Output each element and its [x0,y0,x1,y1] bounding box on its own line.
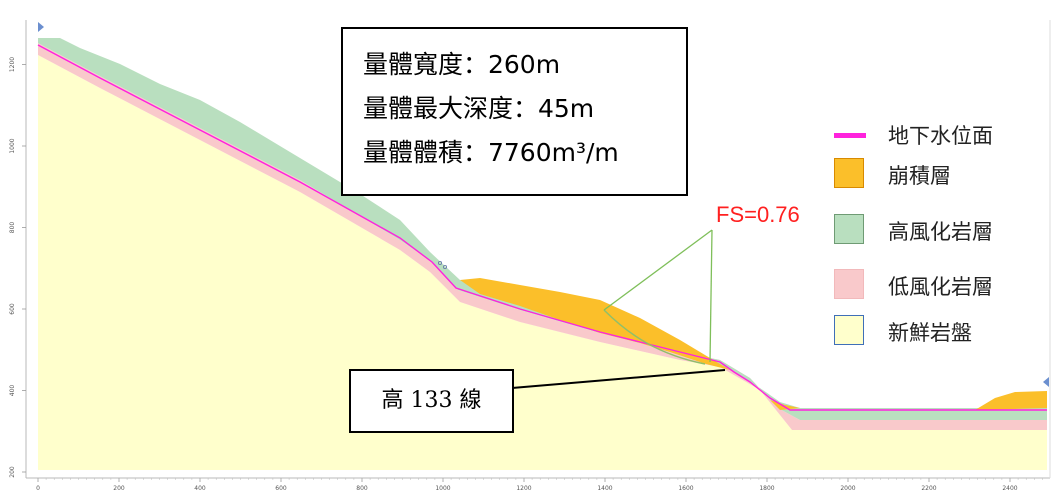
landslide-volume-info-box: 量體寬度：260m 量體最大深度：45m 量體體積：7760m³/m [341,27,688,196]
x-tick-label: 200 [113,485,125,492]
legend-label: 崩積層 [888,164,951,188]
x-tick-label: 1200 [516,485,531,492]
y-tick-label: 200 [9,466,16,478]
fs-leader-lines [603,229,713,363]
groundwater-table-line [37,44,1047,411]
legend-label: 新鮮岩盤 [888,321,972,345]
factor-of-safety-label: FS=0.76 [716,202,800,227]
x-axis-ticks: 0 200 400 600 800 1000 1200 1400 1600 1800 2000 220… [36,478,1043,492]
slip-surface-curve [603,309,706,365]
x-tick-label: 0 [36,485,40,492]
y-axis-ticks: 200 400 600 800 1000 1200 [9,57,26,478]
left-flag-icon [38,22,44,32]
survey-markers [437,260,447,269]
section-leader-line [511,369,726,389]
info-volume: 量體體積：7760m³/m [363,138,619,167]
y-tick-label: 800 [9,222,16,234]
info-width: 量體寬度：260m [363,50,561,79]
y-tick-label: 400 [9,385,16,397]
fresh-bedrock-swatch-icon [834,315,864,345]
low-weathered-swatch-icon [834,269,864,299]
right-flag-icon [1043,377,1049,387]
legend-label: 高風化岩層 [888,220,993,244]
x-tick-label: 600 [275,485,287,492]
plot-frame [25,20,1051,479]
x-tick-label: 400 [194,485,206,492]
x-tick-label: 1800 [759,485,774,492]
x-tick-label: 1600 [678,485,693,492]
high-weathered-rock-layer [38,38,1047,420]
x-tick-label: 1400 [597,485,612,492]
y-tick-label: 1000 [9,138,16,153]
x-tick-label: 2000 [840,485,855,492]
colluvium-swatch-icon [834,158,864,188]
legend-label: 地下水位面 [888,124,993,148]
groundwater-line-icon [834,133,866,138]
y-tick-label: 1200 [9,57,16,72]
x-tick-label: 1000 [435,485,450,492]
x-tick-label: 2400 [1002,485,1017,492]
x-tick-label: 2200 [921,485,936,492]
legend-label: 低風化岩層 [888,275,993,299]
section-line-label: 高 133 線 [349,369,514,433]
colluvium-layer-right [975,391,1047,410]
info-max-depth: 量體最大深度：45m [363,94,595,123]
x-tick-label: 800 [356,485,368,492]
fresh-bedrock-layer [38,55,1047,470]
high-weathered-swatch-icon [834,214,864,244]
y-tick-label: 600 [9,303,16,315]
